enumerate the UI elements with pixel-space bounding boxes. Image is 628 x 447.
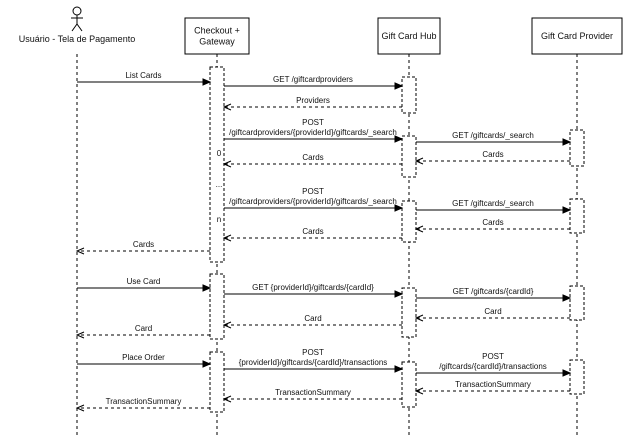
participant-box-provider [531,17,623,55]
message-arrow: Cards [75,240,210,255]
activation-hub [401,200,417,243]
activation-checkout [209,66,225,263]
activation-hub [401,135,417,178]
loop-index-marker: ... [216,180,223,189]
message-arrow: GET /giftcardproviders [224,75,404,90]
message-label: Cards [482,150,503,159]
message-label: GET /giftcards/{cardId} [453,287,534,296]
message-arrow: POST/giftcardproviders/{providerId}/gift… [224,118,404,143]
message-arrow: Cards [222,153,402,168]
message-label: Card [484,307,501,316]
message-label: Cards [302,153,323,162]
message-label: GET /giftcardproviders [273,75,353,84]
loop-index-marker: 0 [217,149,222,158]
message-label: POST [302,118,324,127]
message-label: /giftcards/{cardId}/transactions [439,362,547,371]
message-label: Cards [482,218,503,227]
participant-box-hub [377,17,441,55]
participant-box-checkout [184,17,250,55]
message-arrow: Card [75,324,210,339]
message-label: GET {providerId}/giftcards/{cardId} [252,283,374,292]
message-label: Cards [302,227,323,236]
activation-checkout [209,273,225,340]
message-arrow: Cards [414,218,570,233]
participant-label: Checkout + [194,26,240,36]
message-label: Place Order [122,353,165,362]
message-arrow: List Cards [77,71,212,86]
loop-index-marker: n [217,215,221,224]
message-label: Cards [133,240,154,249]
participant-label: Gift Card Provider [541,31,613,41]
message-label: POST [302,187,324,196]
message-arrow: POST{providerId}/giftcards/{cardId}/tran… [224,348,404,373]
message-label: /giftcardproviders/{providerId}/giftcard… [229,197,397,206]
message-arrow: Providers [222,96,402,111]
message-label: List Cards [125,71,161,80]
message-label: Card [304,314,321,323]
message-arrow: Use Card [77,277,212,292]
message-arrow: TransactionSummary [75,397,210,412]
message-arrow: Card [222,314,402,329]
message-label: {providerId}/giftcards/{cardId}/transact… [239,358,388,367]
message-arrow: Cards [222,227,402,242]
activation-provider [569,285,585,321]
activation-provider [569,198,585,234]
message-arrow: GET /giftcards/_search [416,199,572,214]
message-arrow: POST/giftcardproviders/{providerId}/gift… [224,187,404,212]
message-label: Providers [296,96,330,105]
activation-hub [401,287,417,338]
message-arrow: TransactionSummary [414,380,570,395]
message-arrow: GET /giftcards/_search [416,131,572,146]
activation-hub [401,76,417,114]
message-arrow: Card [414,307,570,322]
participant-label: Gift Card Hub [381,31,436,41]
message-arrow: TransactionSummary [222,388,402,403]
participant-label: Gateway [199,37,235,47]
message-arrow: POST/giftcards/{cardId}/transactions [416,352,572,377]
message-label: Use Card [127,277,161,286]
message-label: TransactionSummary [275,388,351,397]
message-label: TransactionSummary [106,397,182,406]
message-label: Card [135,324,152,333]
message-label: POST [302,348,324,357]
activation-provider [569,359,585,395]
message-label: POST [482,352,504,361]
message-arrow: GET /giftcards/{cardId} [416,287,572,302]
activation-provider [569,129,585,167]
message-label: TransactionSummary [455,380,531,389]
activation-hub [401,361,417,408]
message-arrow: GET {providerId}/giftcards/{cardId} [224,283,404,298]
activation-checkout [209,351,225,413]
participant-label: Usuário - Tela de Pagamento [19,34,135,44]
message-label: GET /giftcards/_search [452,199,534,208]
message-arrow: Cards [414,150,570,165]
actor-user-icon [71,6,83,32]
message-label: /giftcardproviders/{providerId}/giftcard… [229,128,397,137]
message-label: GET /giftcards/_search [452,131,534,140]
message-arrow: Place Order [77,353,212,368]
